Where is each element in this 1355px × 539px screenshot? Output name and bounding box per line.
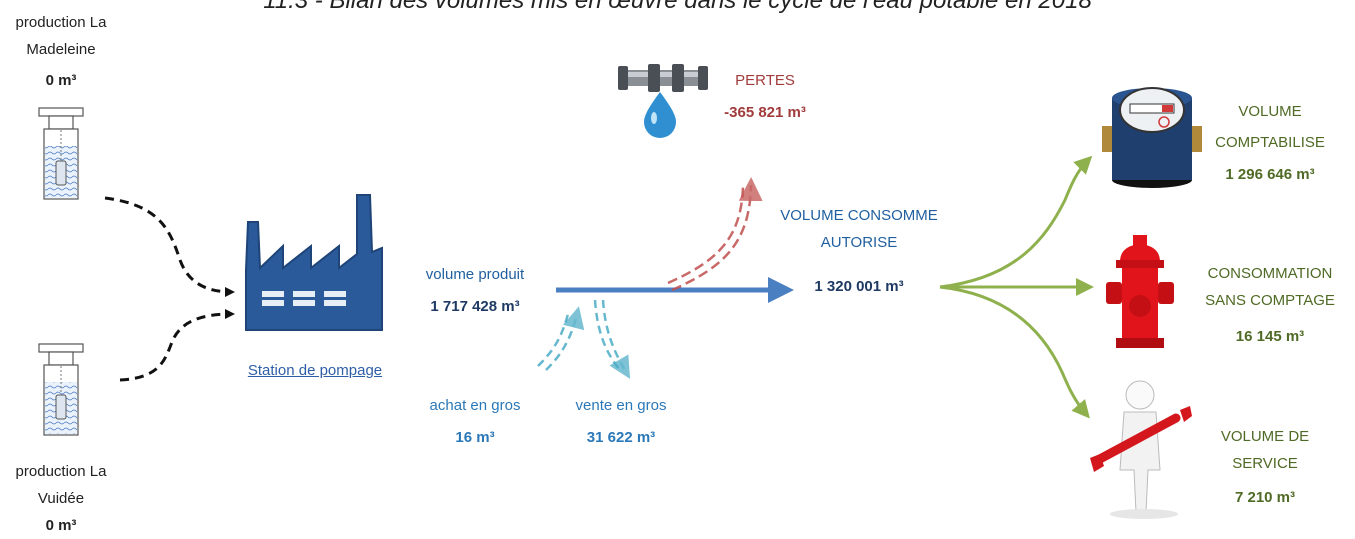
factory-icon xyxy=(245,194,383,331)
fire-hydrant-icon xyxy=(1106,235,1174,348)
source-madeleine-line1: production La xyxy=(15,14,107,31)
water-meter-icon xyxy=(1102,87,1202,188)
sale-arrow xyxy=(593,299,631,379)
sale-label: vente en gros xyxy=(575,397,667,414)
output-metered-value: 1 296 646 m³ xyxy=(1225,166,1315,183)
wrench-worker-icon xyxy=(1090,380,1192,519)
page-title: 11.3 - Bilan des volumes mis en œuvre da… xyxy=(263,0,1092,14)
losses-label: PERTES xyxy=(735,72,795,89)
output-service-line1: VOLUME DE xyxy=(1220,428,1310,445)
source-vuidee-line2: Vuidée xyxy=(37,490,85,507)
source-madeleine-line2: Madeleine xyxy=(26,41,96,58)
source-madeleine-volume: 0 m³ xyxy=(45,72,77,89)
losses-arrow xyxy=(667,177,763,292)
losses-value: -365 821 m³ xyxy=(724,104,806,121)
authorized-label-line1: VOLUME CONSOMME xyxy=(780,207,938,224)
purchase-label: achat en gros xyxy=(429,397,521,414)
output-metered-line2: COMPTABILISE xyxy=(1215,134,1325,151)
output-unmetered-value: 16 145 m³ xyxy=(1235,328,1305,345)
station-link[interactable]: Station de pompage xyxy=(247,362,383,379)
output-arrow-metered xyxy=(939,155,1093,289)
authorized-label-line2: AUTORISE xyxy=(820,234,898,251)
authorized-value: 1 320 001 m³ xyxy=(814,278,904,295)
flow-arrow-madeleine xyxy=(104,196,235,297)
output-service-line2: SERVICE xyxy=(1232,455,1298,472)
output-unmetered-line1: CONSOMMATION xyxy=(1207,265,1333,282)
source-vuidee-volume: 0 m³ xyxy=(45,517,77,534)
produced-value: 1 717 428 m³ xyxy=(430,298,520,315)
purchase-arrow xyxy=(537,306,585,371)
output-service-value: 7 210 m³ xyxy=(1234,489,1296,506)
purchase-value: 16 m³ xyxy=(455,429,495,446)
well-icon-madeleine xyxy=(38,107,84,200)
output-unmetered-line2: SANS COMPTAGE xyxy=(1205,292,1335,309)
output-metered-line1: VOLUME xyxy=(1238,103,1302,120)
leaking-pipe-icon xyxy=(618,64,708,138)
source-vuidee-label: production La Vuidée 0 m³ xyxy=(0,462,123,536)
flow-arrow-vuidee xyxy=(119,309,235,382)
produced-label: volume produit xyxy=(425,266,525,283)
sale-value: 31 622 m³ xyxy=(586,429,656,446)
source-vuidee-line1: production La xyxy=(15,463,107,480)
output-arrow-service xyxy=(939,285,1090,419)
well-icon-vuidee xyxy=(38,343,84,436)
source-madeleine-label: production La Madeleine 0 m³ xyxy=(0,13,123,91)
